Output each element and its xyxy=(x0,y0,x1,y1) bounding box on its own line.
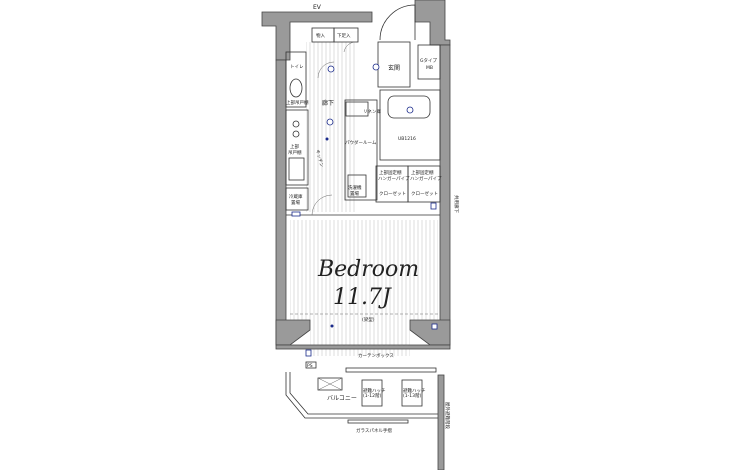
closet-shelf-label: 上部固定棚 xyxy=(411,169,434,176)
shoe-storage-label: 下足入 xyxy=(337,33,351,39)
hatch-label: 避難ハッチ xyxy=(403,387,426,394)
bedroom-floor xyxy=(290,220,438,330)
spot-light-icon xyxy=(330,324,334,328)
meter-box-label-2: MB xyxy=(426,65,433,71)
storage-label: 物入 xyxy=(316,32,325,39)
right-wall xyxy=(439,44,451,346)
escape-hatch-left xyxy=(361,379,383,407)
escape-hatch-right xyxy=(401,379,423,407)
room-size: 11.7J xyxy=(333,285,392,310)
fridge-label-2: 置場 xyxy=(291,199,300,206)
balcony-label: バルコニー xyxy=(327,395,357,402)
ceiling-light-icon xyxy=(326,118,334,126)
closet-right xyxy=(407,165,441,203)
spot-light-icon xyxy=(325,137,329,141)
window-bay-floor xyxy=(310,330,410,356)
bath-label: UB1216 xyxy=(398,136,416,142)
closet-shelf-label-2: ハンガーパイプ xyxy=(410,175,442,182)
vanity xyxy=(345,101,369,117)
hall-door-swings xyxy=(317,41,357,79)
kitchen-counter xyxy=(285,109,309,186)
stove-burner xyxy=(292,130,300,138)
ceiling-light-icon xyxy=(372,63,380,71)
hatch-label: 避難ハッチ xyxy=(363,387,386,394)
room-name: Bedroom xyxy=(317,257,419,282)
toilet-fixture xyxy=(289,78,303,98)
curtain-box-label: カーテンボックス xyxy=(358,352,394,359)
ceiling-light-icon xyxy=(406,106,414,114)
washer-space xyxy=(347,174,367,198)
bathtub xyxy=(387,95,431,119)
closet-shelf-label: 上部固定棚 xyxy=(379,169,402,176)
hatch-label-2: (1-13階) xyxy=(403,392,421,399)
hallway-label: 廊下 xyxy=(322,99,334,107)
glass-rail-label: ガラスパネル手摺 xyxy=(356,427,392,434)
entrance-door-swing xyxy=(379,4,416,41)
toilet-room xyxy=(285,51,307,108)
bedroom-door-swing xyxy=(311,194,333,216)
meter-box-label: Gタイプ xyxy=(420,57,437,64)
fridge-label: 冷蔵庫 xyxy=(289,193,303,200)
balcony-outline-inner xyxy=(289,372,438,415)
outdoor-stairs-label: 屋外避難階段 xyxy=(444,402,451,429)
outdoor-unit xyxy=(317,377,343,391)
left-bay-wall xyxy=(275,319,311,346)
elevator-label: EV xyxy=(313,4,322,11)
bathroom xyxy=(379,89,441,161)
outlet-icon xyxy=(431,323,438,330)
top-right-wall xyxy=(414,0,451,46)
hatch-label-2: (1-12階) xyxy=(363,392,381,399)
shoe-storage-box xyxy=(333,27,359,43)
toilet-cabinet-label: 上部吊戸棚 xyxy=(286,99,309,106)
ceiling-note: (梁型) xyxy=(362,316,375,323)
powder-room-label: パウダールーム xyxy=(345,139,377,146)
left-wall xyxy=(275,59,287,346)
glass-rail xyxy=(347,419,409,424)
kitchen-cabinet-label-2: 吊戸棚 xyxy=(288,149,302,156)
closet-label: クローゼット xyxy=(411,190,438,197)
outlet-icon xyxy=(430,202,437,210)
washer-label: 洗濯機 xyxy=(348,184,362,191)
outlet-icon xyxy=(305,349,312,357)
common-corridor-label: 共用廊下 xyxy=(453,195,460,213)
fridge-space xyxy=(285,187,309,211)
window xyxy=(345,367,437,373)
balcony-outline xyxy=(285,372,438,419)
outdoor-stairs-wall xyxy=(437,374,445,470)
toilet-label: トイレ xyxy=(290,65,304,70)
closet-shelf-label-2: ハンガーパイプ xyxy=(378,175,410,182)
stove-burner xyxy=(292,120,300,128)
top-wall xyxy=(261,11,373,61)
outlet-icon xyxy=(291,211,301,217)
right-bay-wall xyxy=(409,319,451,346)
meter-box xyxy=(417,44,441,80)
pipe-space-label: PS xyxy=(307,363,313,369)
linen-label: リネン庫 xyxy=(363,108,381,115)
ceiling-light-icon xyxy=(327,65,335,73)
outdoor-unit-cross xyxy=(317,377,343,391)
balcony-wall xyxy=(275,344,451,350)
entrance-label: 玄関 xyxy=(388,64,400,72)
powder-room xyxy=(344,99,378,201)
kitchen-cabinet-label: 上部 xyxy=(290,143,299,150)
kitchen-label: キッチン xyxy=(314,149,325,168)
washer-label-2: 置場 xyxy=(350,190,359,197)
pipe-space xyxy=(305,361,317,369)
sink xyxy=(288,157,305,181)
closet-label: クローゼット xyxy=(379,190,406,197)
